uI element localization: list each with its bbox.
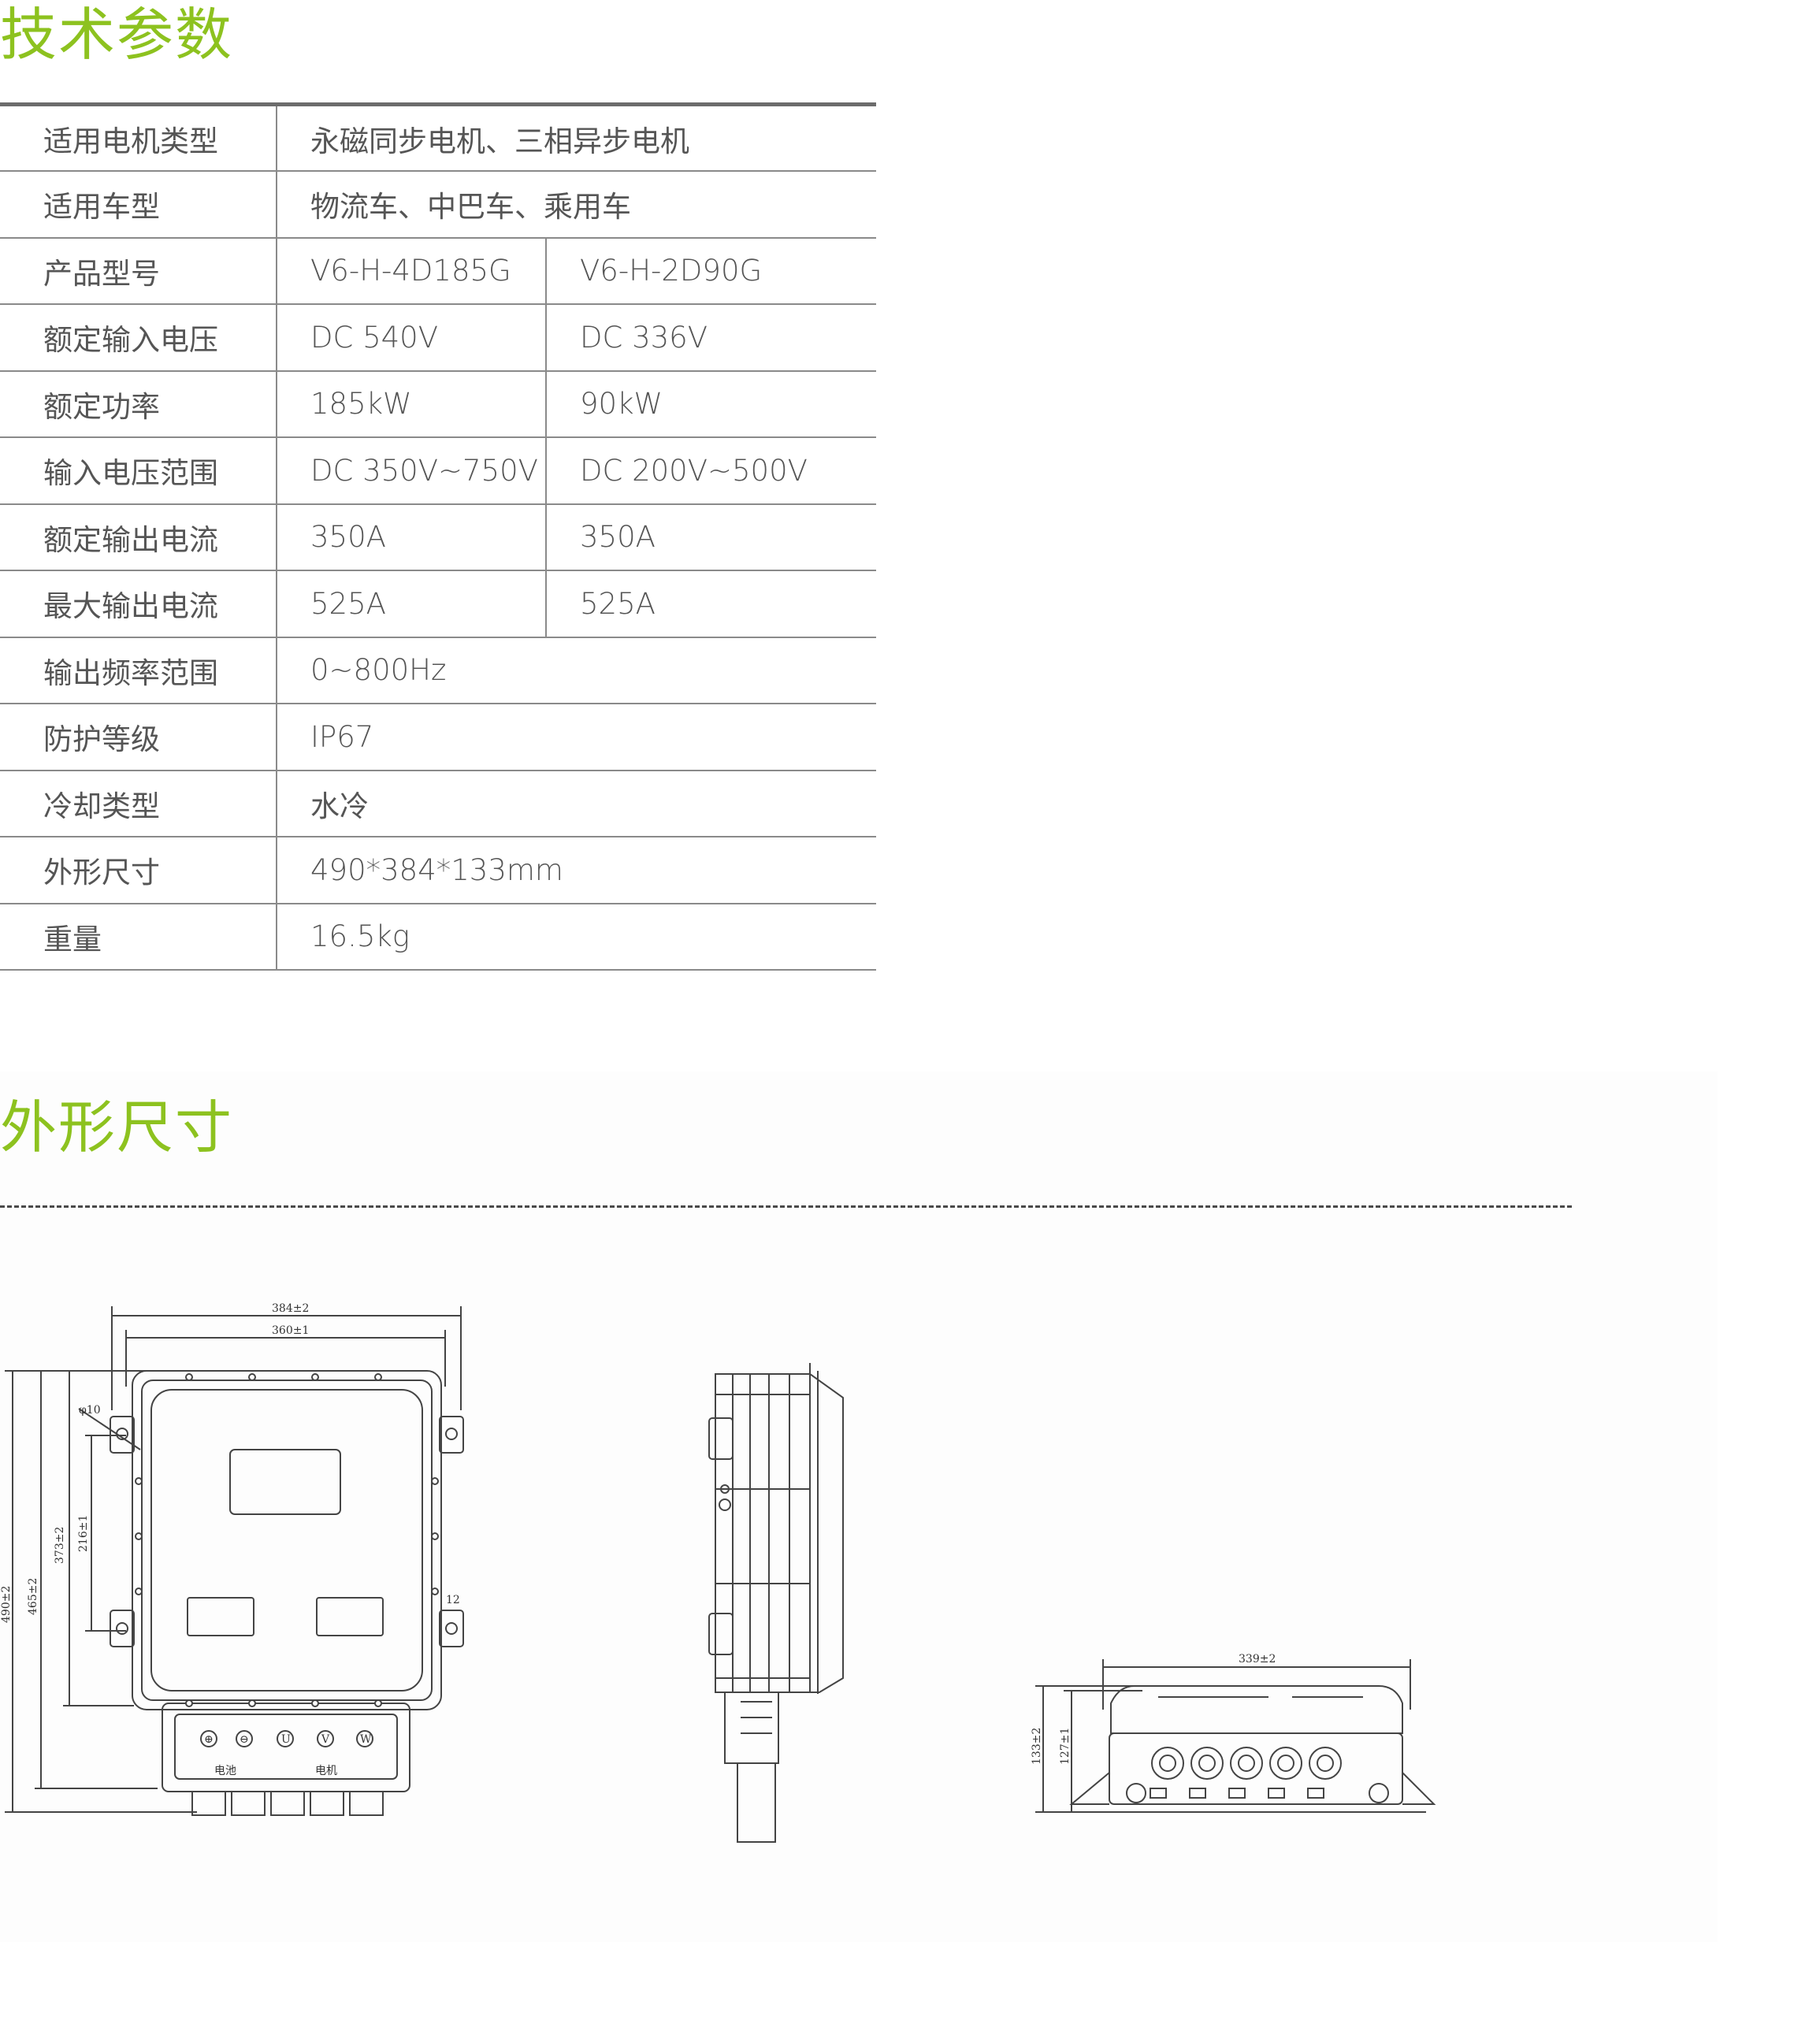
dim-bottom-width: 339±2	[1239, 1653, 1276, 1666]
row-value-model-2: 350A	[546, 503, 876, 571]
row-value-model-2: 525A	[546, 570, 876, 638]
row-label: 防护等级	[0, 704, 277, 771]
drawing-background	[0, 1071, 1718, 1942]
row-value: 16.5kg	[277, 903, 876, 971]
row-value: 490*384*133mm	[277, 837, 876, 904]
row-label: 输出频率范围	[0, 637, 277, 704]
dim-width-inner: 360±1	[272, 1324, 309, 1337]
row-value-model-1: 525A	[277, 570, 547, 638]
row-label: 适用电机类型	[0, 104, 277, 172]
section-title-dimensions: 外形尺寸	[0, 1094, 234, 1160]
table-row: 重量 16.5kg	[0, 903, 876, 971]
row-value-model-1: DC 540V	[277, 304, 547, 372]
table-row: 冷却类型 水冷	[0, 770, 876, 837]
row-value-model-1: 350A	[277, 503, 547, 571]
row-label: 冷却类型	[0, 770, 277, 837]
row-label: 输入电压范围	[0, 437, 277, 505]
section-title-specs: 技术参数	[0, 2, 234, 68]
dim-ear-offset: 12	[446, 1594, 460, 1606]
dim-hole-diameter: φ10	[79, 1404, 101, 1417]
row-label: 产品型号	[0, 237, 277, 305]
row-value-model-1: V6-H-4D185G	[277, 237, 547, 305]
table-row: 产品型号 V6-H-4D185G V6-H-2D90G	[0, 237, 876, 305]
table-row: 额定输出电流 350A 350A	[0, 503, 876, 571]
table-row: 输出频率范围 0~800Hz	[0, 637, 876, 704]
terminal-plus: ⊕	[204, 1733, 214, 1746]
section-divider	[0, 1205, 1572, 1208]
table-row: 额定功率 185kW 90kW	[0, 370, 876, 438]
row-label: 重量	[0, 903, 277, 971]
row-label: 外形尺寸	[0, 837, 277, 904]
front-view-drawing: 384±2 360±1 φ10 490±2 465±2 373±2 216±1 …	[0, 1302, 464, 1816]
row-value-model-1: DC 350V~750V	[277, 437, 547, 505]
table-row: 输入电压范围 DC 350V~750V DC 200V~500V	[0, 437, 876, 505]
row-value-model-2: DC 336V	[546, 304, 876, 372]
dim-height-total: 490±2	[0, 1586, 13, 1623]
table-row: 防护等级 IP67	[0, 704, 876, 771]
row-value-model-1: 185kW	[277, 370, 547, 438]
terminal-v: V	[321, 1733, 330, 1746]
row-value: IP67	[277, 704, 876, 771]
table-row: 适用车型 物流车、中巴车、乘用车	[0, 171, 876, 239]
bottom-view-drawing: 339±2 133±2 127±1	[1031, 1653, 1436, 1813]
table-row: 额定输入电压 DC 540V DC 336V	[0, 304, 876, 372]
row-value: 0~800Hz	[277, 637, 876, 704]
dim-bottom-height-body: 127±1	[1059, 1728, 1072, 1765]
terminal-minus: ⊖	[240, 1733, 249, 1746]
row-value: 水冷	[277, 770, 876, 837]
table-row: 最大输出电流 525A 525A	[0, 570, 876, 638]
dim-bottom-height-total: 133±2	[1031, 1728, 1043, 1765]
dim-hole-spacing: 216±1	[77, 1515, 90, 1552]
panel-label-motor: 电机	[315, 1765, 337, 1777]
row-value-model-2: DC 200V~500V	[546, 437, 876, 505]
side-view-drawing	[708, 1363, 844, 1843]
row-label: 额定输出电流	[0, 503, 277, 571]
row-value: 永磁同步电机、三相异步电机	[277, 104, 876, 172]
dim-height-mount: 373±2	[54, 1527, 66, 1564]
terminal-u: U	[281, 1733, 291, 1746]
terminal-w: W	[360, 1733, 372, 1746]
row-value-model-2: V6-H-2D90G	[546, 237, 876, 305]
row-label: 额定功率	[0, 370, 277, 438]
dim-width-outer: 384±2	[272, 1302, 309, 1315]
table-row: 适用电机类型 永磁同步电机、三相异步电机	[0, 104, 876, 172]
row-label: 适用车型	[0, 171, 277, 239]
panel-label-battery: 电池	[214, 1765, 236, 1777]
row-label: 最大输出电流	[0, 570, 277, 638]
table-row: 外形尺寸 490*384*133mm	[0, 837, 876, 904]
row-value-model-2: 90kW	[546, 370, 876, 438]
row-value: 物流车、中巴车、乘用车	[277, 171, 876, 239]
row-label: 额定输入电压	[0, 304, 277, 372]
spec-table: 适用电机类型 永磁同步电机、三相异步电机 适用车型 物流车、中巴车、乘用车 产品…	[0, 102, 876, 971]
dim-height-body: 465±2	[27, 1578, 39, 1615]
